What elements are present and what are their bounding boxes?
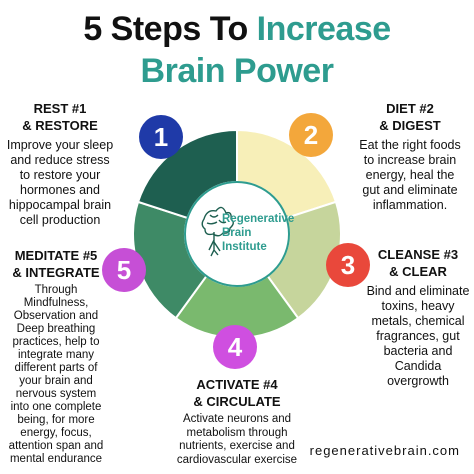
page-title-line1: 5 Steps To Increase [83, 10, 391, 48]
step-4-heading: ACTIVATE #4 [196, 377, 278, 392]
step-4-subheading: & CIRCULATE [193, 394, 281, 409]
step-5-subheading: & INTEGRATE [12, 265, 100, 280]
step-3-subheading: & CLEAR [389, 264, 447, 279]
step-4-text: ACTIVATE #4 & CIRCULATE Activate neurons… [166, 376, 308, 467]
step-4-badge: 4 [213, 325, 257, 369]
logo-line2: Brain [222, 227, 251, 239]
step-3-badge: 3 [326, 243, 370, 287]
step-5-heading: MEDITATE #5 [14, 248, 98, 263]
center-logo-circle [184, 181, 290, 287]
brain-tree-icon [201, 206, 234, 257]
step-2-badge: 2 [289, 113, 333, 157]
step-1-heading: REST #1 [33, 101, 87, 116]
step-1-subheading: & RESTORE [22, 118, 98, 133]
logo-line3: Institute [222, 241, 267, 253]
step-2-subheading: & DIGEST [379, 118, 441, 133]
step-1-badge: 1 [139, 115, 183, 159]
page-title-line2: Brain Power [140, 52, 334, 90]
step-2-heading: DIET #2 [386, 101, 434, 116]
website-url[interactable]: regenerativebrain.com [309, 443, 460, 458]
step-5-badge: 5 [102, 248, 146, 292]
step-3-heading: CLEANSE #3 [377, 247, 459, 262]
logo-line1: Regenerative [222, 213, 294, 225]
